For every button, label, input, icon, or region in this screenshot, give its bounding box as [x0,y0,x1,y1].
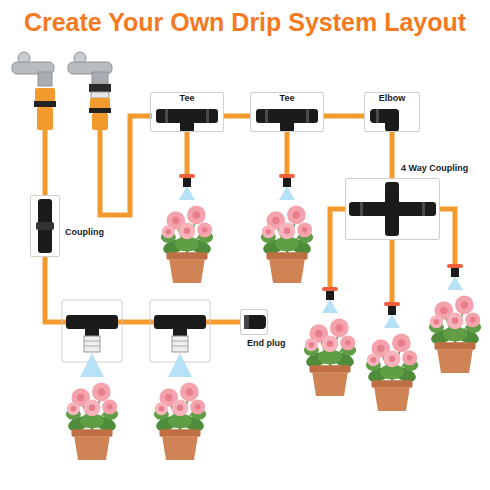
fitting-ridge [376,109,379,123]
tee-fitting [156,109,218,132]
fitting-ridge [306,109,309,123]
potted-flower [366,334,418,411]
hose-connector [37,107,53,130]
fitting-stem [180,116,194,132]
fitting-box: End plug [240,309,268,335]
tube [390,240,395,304]
dripper [279,174,295,200]
potted-flower [66,383,118,460]
fitting-body [385,109,399,132]
plug-ring [244,315,249,329]
fitting-label: Tee [251,94,323,103]
fitting-ridge [165,109,168,123]
tube-connector [390,132,395,178]
water-mist [80,353,104,377]
fitting-label: Tee [151,94,223,103]
potted-flower [161,206,213,283]
nozzle-fitting [150,300,210,377]
tube [100,116,152,215]
tube-connector [324,114,364,119]
fitting-body [385,182,399,236]
potted-flower [261,206,313,283]
hose-connector [35,88,55,102]
fitting-band [36,222,54,230]
hose-connector [92,113,108,130]
title: Create Your Own Drip System Layout [24,8,466,36]
dripper [179,174,195,200]
faucet-spout [92,72,108,84]
faucet [68,52,112,130]
fitting-box: Elbow [364,92,420,132]
potted-flower [154,383,206,460]
fitting-label: End plug [247,339,286,348]
tube [440,209,455,266]
fitting-box: 4 Way Coupling [345,178,440,240]
hose-connector-ring [89,108,111,113]
nozzle [172,336,188,352]
tee-fitting [256,109,318,132]
water-mist [168,353,192,377]
nozzle-thread [172,341,188,342]
tube [185,132,190,176]
dripper [322,287,338,313]
plug-body [244,315,266,329]
nozzle-thread [172,346,188,347]
elbow-fitting [370,109,399,132]
tube-connector [224,114,250,119]
hose-adapter-thread [91,92,109,98]
faucet [12,52,56,130]
faucet-spout [38,72,52,86]
fitting-ridge [422,202,425,216]
fitting-label: 4 Way Coupling [401,164,468,173]
fitting-frame [62,300,122,362]
tube [330,209,345,289]
dripper [447,264,463,290]
tube [43,130,48,195]
hose-adapter [89,84,111,92]
fitting-box: Tee [250,92,324,132]
four-way-fitting [349,182,436,236]
fitting-stem [280,116,294,132]
fitting-box: Coupling [30,195,60,257]
tubing [45,116,455,304]
fitting-ridge [360,202,363,216]
hose-connector-ring [34,101,56,107]
nozzle-thread [84,346,100,347]
dripper [384,302,400,328]
fitting-box: Tee [150,92,224,132]
tube [285,132,290,176]
fitting-frame [150,300,210,362]
tube-connector [45,257,240,322]
fitting-label: Coupling [65,228,104,237]
potted-flower [304,319,356,396]
end-plug-fitting [244,315,266,329]
title-bar: Create Your Own Drip System Layout [0,8,490,37]
nozzle-thread [84,341,100,342]
nozzle-fitting [62,300,122,377]
coupling-fitting [36,199,54,253]
potted-flower [429,296,481,373]
fitting-label: Elbow [365,94,419,103]
fitting-ridge [206,109,209,123]
nozzle [84,336,100,352]
fitting-ridge [265,109,268,123]
